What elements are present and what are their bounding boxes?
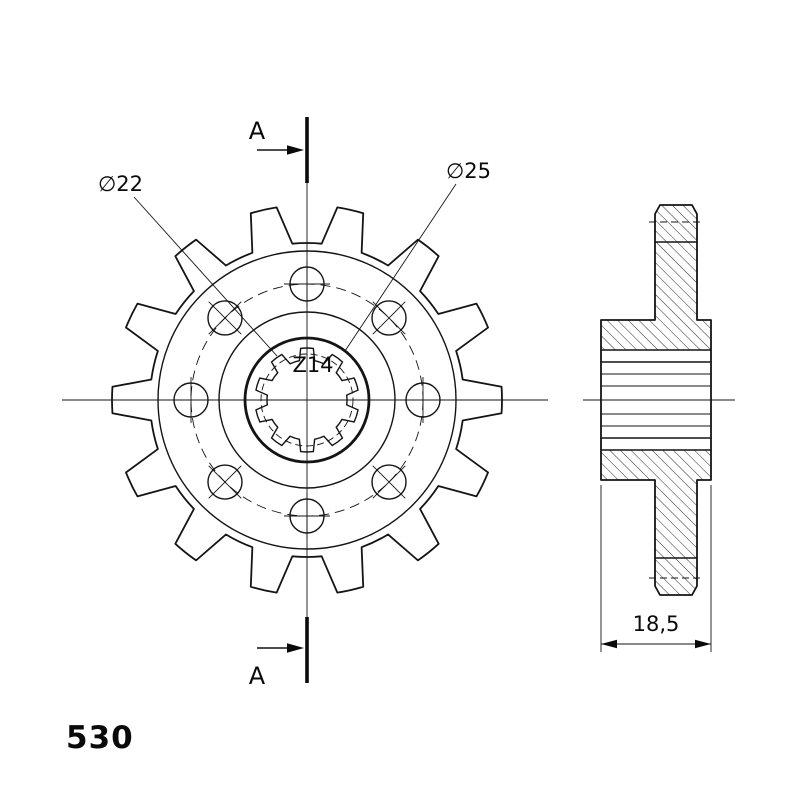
hole-centermark <box>372 465 406 499</box>
dim-arrowhead-right <box>695 639 711 649</box>
bolt-hole <box>371 464 407 500</box>
bolt-hole <box>207 464 243 500</box>
part-number: 530 <box>66 720 134 756</box>
spline-pitch-circle <box>260 353 354 447</box>
section-hatch-top <box>601 205 711 350</box>
plate-shoulder-circle <box>157 250 457 550</box>
section-arrowhead-top <box>287 145 304 155</box>
teeth-outline <box>111 206 503 594</box>
section-label-top: A <box>249 117 266 145</box>
spline-major-circle <box>243 336 371 464</box>
side-view-outline <box>600 204 712 596</box>
leader-line-outer <box>344 183 457 352</box>
section-hatch-bottom <box>601 450 711 595</box>
sprocket-side-view <box>583 204 735 652</box>
bolt-hole <box>207 300 243 336</box>
hole-centermark <box>372 301 406 335</box>
teeth-count-label: Z14 <box>292 353 333 377</box>
hub-circle <box>218 311 396 489</box>
dim-arrowhead-left <box>601 639 617 649</box>
sprocket-front-view <box>62 117 548 683</box>
bore-diameter-label: ∅22 <box>98 172 143 196</box>
labels: ∅22 ∅25 Z14 A A 18,5 530 <box>66 117 679 756</box>
bolt-circle-dashed <box>190 283 424 517</box>
spline-bore-profile <box>255 347 359 453</box>
bolt-hole <box>371 300 407 336</box>
leader-line-bore <box>133 196 278 357</box>
section-label-bottom: A <box>249 662 266 690</box>
width-dimension-label: 18,5 <box>633 612 680 636</box>
section-arrowhead-bottom <box>287 643 304 653</box>
outer-diameter-label: ∅25 <box>446 159 491 183</box>
